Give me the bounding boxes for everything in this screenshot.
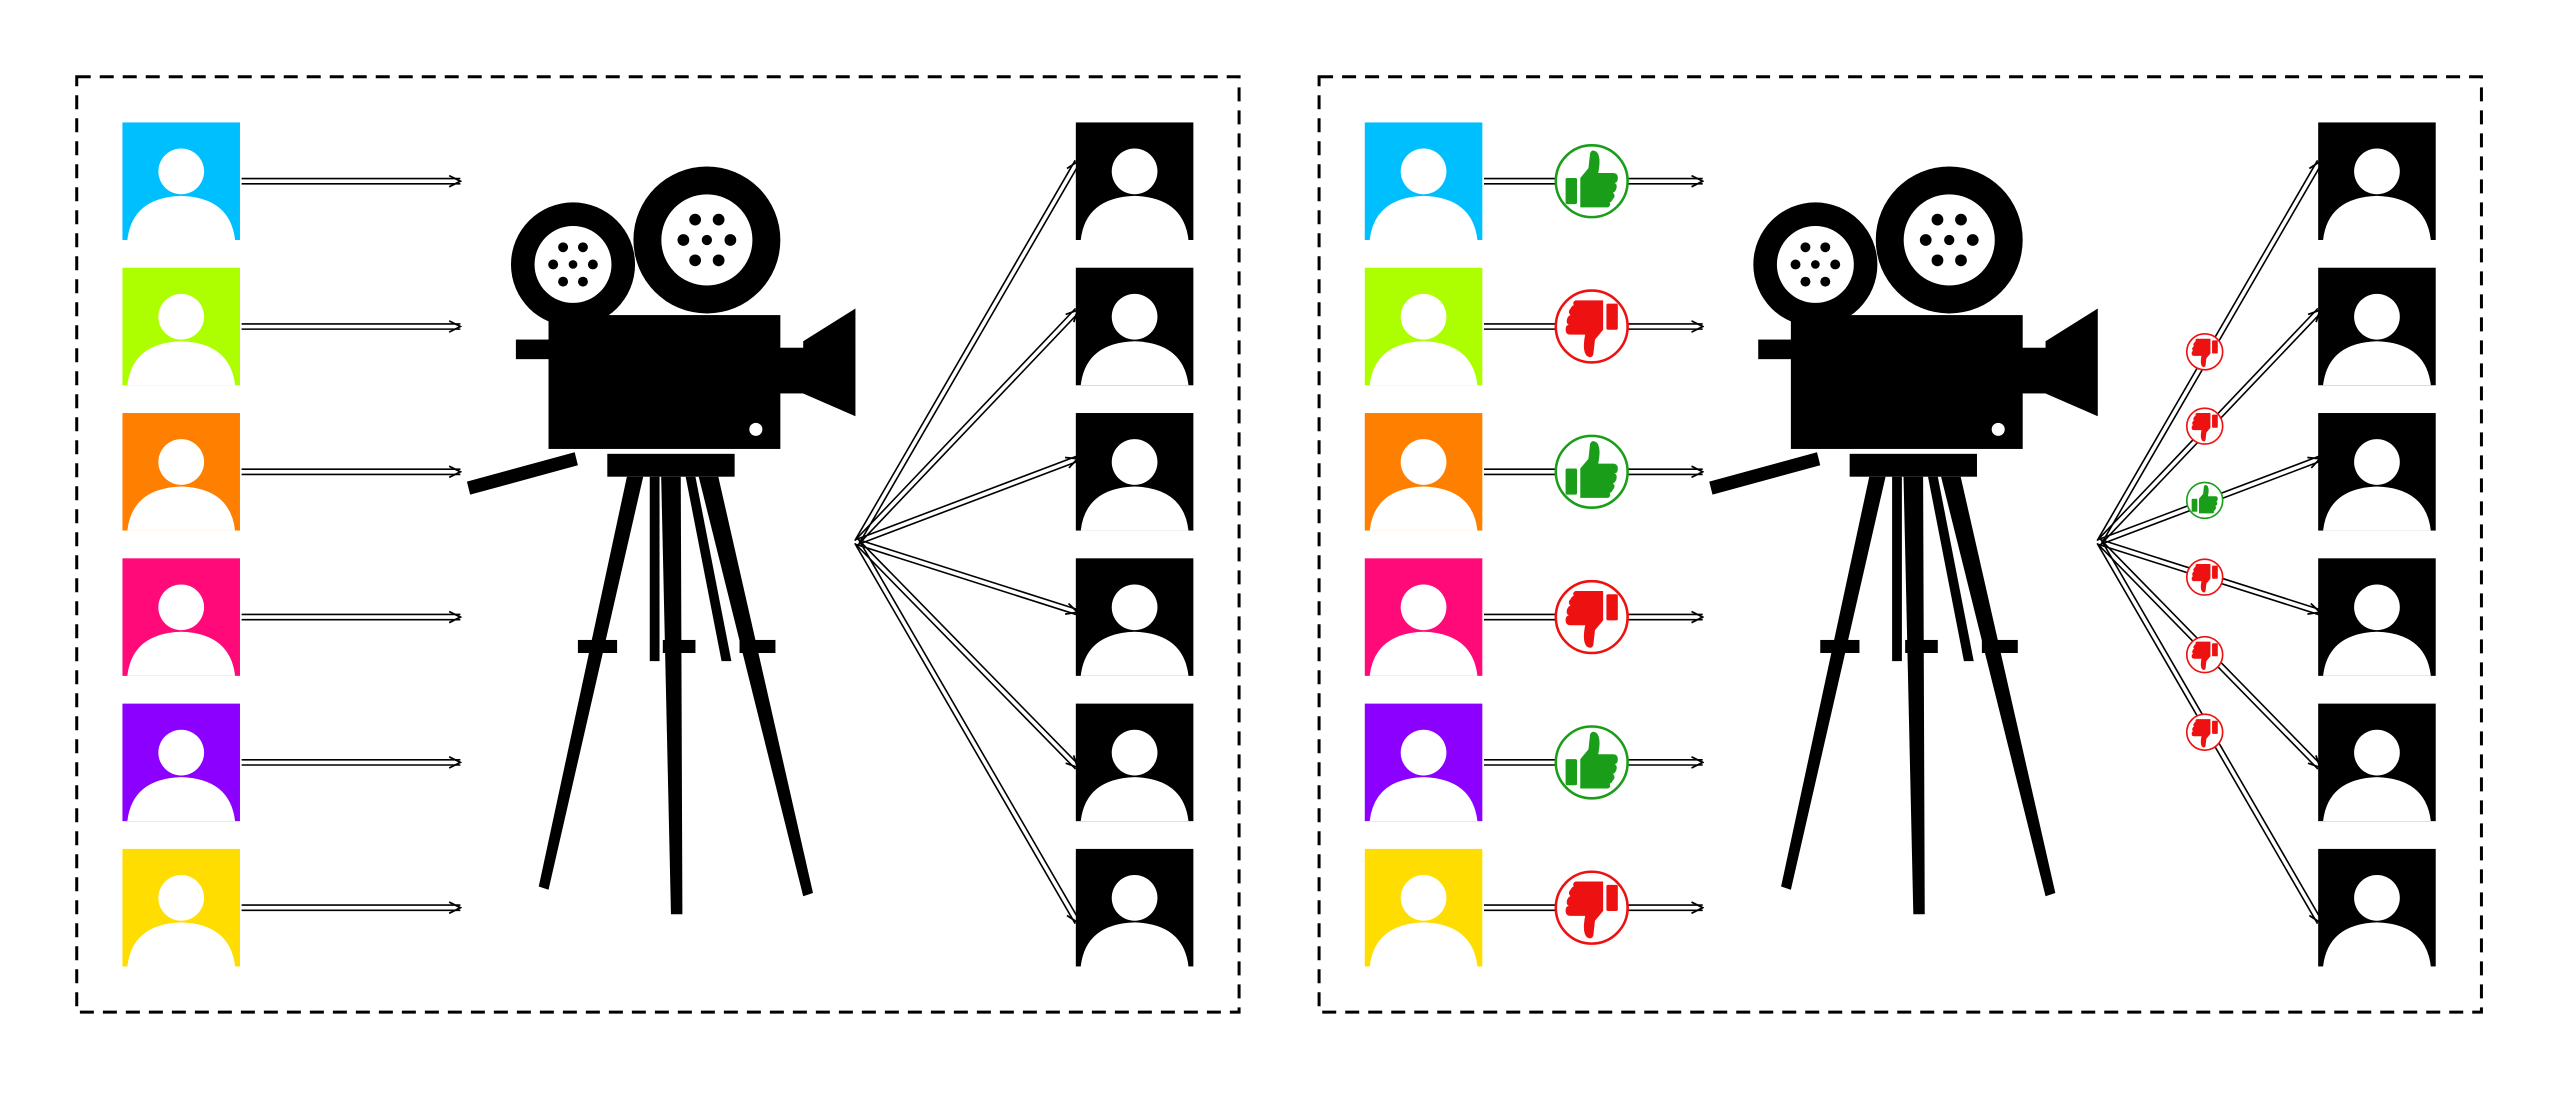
person-icon xyxy=(2323,148,2431,240)
thumbs-up-icon xyxy=(2191,485,2218,514)
panel-left-output-person-1 xyxy=(1075,122,1194,240)
panel-left-input-person-3 xyxy=(122,413,240,531)
panel-left-output-arrow-3 xyxy=(855,455,1078,546)
person-icon xyxy=(1080,729,1189,822)
panel-left-output-person-3 xyxy=(1075,413,1194,531)
person-icon xyxy=(1369,148,1478,240)
person-icon xyxy=(1369,439,1478,531)
panel-right-input-person-6 xyxy=(1364,848,1483,967)
person-icon xyxy=(2323,584,2431,676)
panel-right-output-rating-3 xyxy=(2185,481,2224,520)
panel-left-input-person-2 xyxy=(122,267,240,386)
panel-right-input-person-5 xyxy=(1364,703,1483,822)
panel-right-output-person-5 xyxy=(2318,703,2436,822)
panel-left-camera xyxy=(466,166,856,915)
panel-left-input-person-6 xyxy=(122,848,240,967)
panel-right-frame xyxy=(1317,75,2483,1014)
panel-right-input-rating-5 xyxy=(1554,725,1629,800)
panel-left-input-arrow-3 xyxy=(241,469,461,474)
person-icon xyxy=(127,584,236,676)
thumbs-down-icon xyxy=(2191,413,2218,442)
person-icon xyxy=(127,875,236,967)
person-icon xyxy=(1080,293,1189,386)
panel-left-output-arrow-1 xyxy=(854,159,1081,544)
panel-right-output-rating-2 xyxy=(2185,407,2224,445)
panel-right-output-person-2 xyxy=(2318,267,2436,386)
person-icon xyxy=(1080,439,1189,531)
person-icon xyxy=(1080,875,1189,967)
film-reel-small xyxy=(1753,202,1878,327)
film-reel-large xyxy=(1875,166,2023,314)
panel-right-output-person-4 xyxy=(2318,558,2436,676)
thumbs-down-icon xyxy=(2191,641,2218,670)
thumbs-down-icon xyxy=(2191,338,2218,368)
panel-right-input-person-3 xyxy=(1364,413,1483,531)
person-icon xyxy=(1369,293,1478,386)
panel-left-input-person-1 xyxy=(122,122,240,240)
panel-right-output-rating-4 xyxy=(2185,558,2224,596)
thumbs-down-icon xyxy=(2191,564,2218,593)
thumbs-down-icon xyxy=(2191,719,2218,748)
panel-right-input-rating-6 xyxy=(1554,870,1629,945)
thumbs-up-icon xyxy=(1565,731,1618,789)
panel-left-output-person-6 xyxy=(1075,848,1194,967)
person-icon xyxy=(1369,729,1478,822)
panel-right-input-rating-4 xyxy=(1554,579,1629,655)
thumbs-down-icon xyxy=(1565,881,1618,939)
person-icon xyxy=(2323,729,2431,822)
panel-left-input-arrow-6 xyxy=(241,905,461,910)
panel-left-output-person-2 xyxy=(1075,267,1194,386)
person-icon xyxy=(2323,439,2431,531)
person-icon xyxy=(1369,875,1478,967)
panel-right-output-person-6 xyxy=(2318,848,2436,967)
person-icon xyxy=(2323,293,2431,386)
person-icon xyxy=(127,148,236,240)
person-icon xyxy=(1080,584,1189,676)
panel-left-output-arrow-5 xyxy=(854,539,1080,770)
panel-right-input-person-4 xyxy=(1364,558,1483,676)
film-reel-small xyxy=(510,202,636,327)
panel-right-output-rating-5 xyxy=(2185,635,2224,674)
thumbs-down-icon xyxy=(1565,590,1618,648)
panel-left-input-person-4 xyxy=(122,558,240,676)
panel-left-input-person-5 xyxy=(122,703,240,822)
panel-left-input-arrow-2 xyxy=(241,324,461,329)
panel-left-output-person-4 xyxy=(1075,558,1194,676)
panel-left-output-arrow-4 xyxy=(856,538,1078,616)
film-reel-large xyxy=(633,166,781,314)
panel-right-output-person-3 xyxy=(2318,413,2436,531)
person-icon xyxy=(2323,875,2431,967)
panel-left-input-arrow-4 xyxy=(241,614,461,619)
panel-right-input-rating-2 xyxy=(1554,289,1629,364)
panel-right-input-rating-1 xyxy=(1554,144,1629,219)
person-icon xyxy=(1080,148,1189,240)
person-icon xyxy=(127,729,236,822)
person-icon xyxy=(127,293,236,386)
panel-right-input-person-2 xyxy=(1364,267,1483,386)
panel-right-input-rating-3 xyxy=(1554,434,1629,509)
thumbs-up-icon xyxy=(1565,441,1618,498)
panel-left-input-arrow-1 xyxy=(241,179,461,184)
panel-left-output-person-5 xyxy=(1075,703,1194,822)
panel-left-output-arrow-6 xyxy=(854,540,1081,925)
panel-right-output-rating-6 xyxy=(2185,713,2224,751)
panel-right-output-person-1 xyxy=(2318,122,2436,240)
thumbs-down-icon xyxy=(1565,300,1618,358)
panel-right-output-rating-1 xyxy=(2185,333,2224,371)
panel-left-output-arrow-2 xyxy=(854,307,1080,545)
panel-right-input-person-1 xyxy=(1364,122,1483,240)
panel-right-camera xyxy=(1709,166,2098,915)
panel-left-input-arrow-5 xyxy=(241,760,461,765)
person-icon xyxy=(1369,584,1478,676)
panel-left-frame xyxy=(75,75,1241,1014)
person-icon xyxy=(127,439,236,531)
thumbs-up-icon xyxy=(1565,150,1618,208)
